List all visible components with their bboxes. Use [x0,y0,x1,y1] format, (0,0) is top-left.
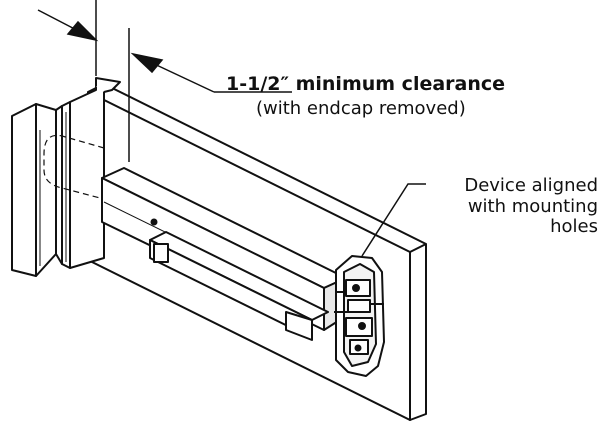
clearance-dimension [37,0,292,162]
device-callout-line-2: with mounting [467,195,598,217]
clearance-title: 1-1/2″ minimum clearance [226,73,506,95]
mounting-chassis [334,255,385,377]
hidden-outline [43,134,105,199]
clearance-note: (with endcap removed) [256,98,466,119]
device-callout-line-1: Device aligned [464,175,598,196]
door-frame [11,77,121,277]
device-callout-label: Device aligned with mounting holes [408,175,598,238]
device-callout-leader [361,183,426,257]
exit-device-bar [101,167,347,341]
device-callout-line-3: holes [550,216,598,238]
